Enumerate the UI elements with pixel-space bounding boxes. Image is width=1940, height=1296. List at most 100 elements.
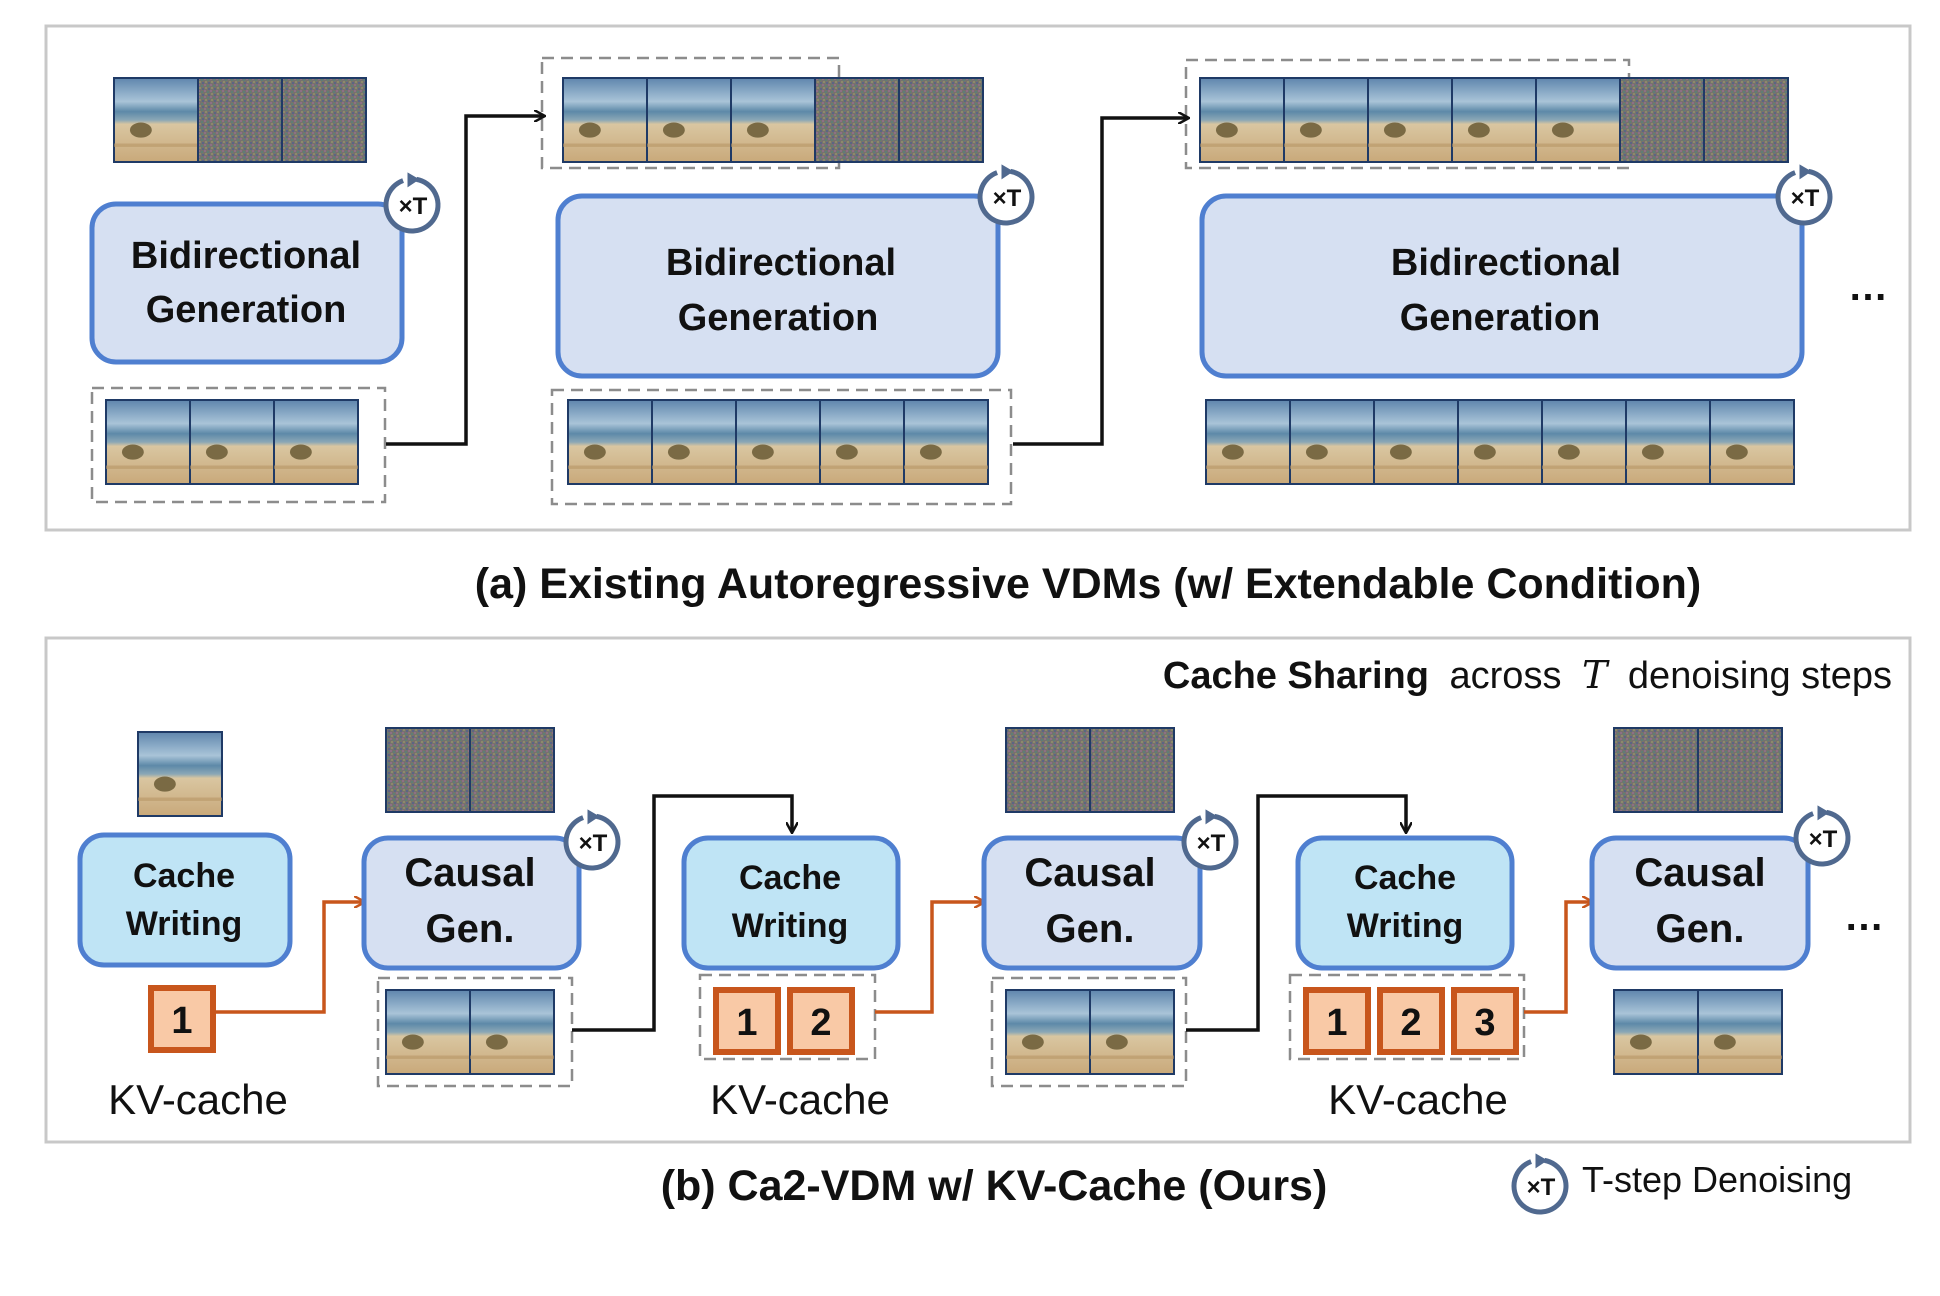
loop-arrowhead — [1817, 805, 1830, 821]
causal-gen-3-line1: Causal — [1634, 851, 1765, 895]
beach-frame-fill — [562, 77, 648, 163]
beach-sand-streak — [1458, 465, 1542, 469]
causal-gen-box-1 — [361, 835, 582, 971]
beach-shrub — [129, 122, 152, 138]
beach-shrub — [153, 776, 176, 792]
cache-sharing-header: Cache Sharing across T denoising steps — [1163, 653, 1892, 697]
beach-shrub — [583, 444, 606, 460]
caption-b: (b) Ca2-VDM w/ KV-Cache (Ours) — [661, 1162, 1328, 1210]
loop-label: ×T — [1527, 1174, 1556, 1201]
beach-sand-streak — [1536, 143, 1620, 147]
loop-bg — [1514, 1160, 1566, 1212]
beach-shrub — [1221, 444, 1244, 460]
kv-group-b2 — [698, 973, 877, 1061]
beach-sand-streak — [1200, 143, 1284, 147]
noise-frame-image — [1697, 727, 1783, 813]
beach-shrub — [662, 122, 685, 138]
arrow-a2 — [1013, 118, 1188, 446]
kv-block-number: 1 — [171, 1000, 192, 1042]
beach-shrub — [1629, 1034, 1652, 1050]
beach-frame-fill — [1289, 399, 1375, 485]
loop-label: ×T — [993, 185, 1022, 212]
legend-label: T-step Denoising — [1582, 1159, 1852, 1200]
beach-frame-fill — [1005, 989, 1091, 1075]
noise-frame-image — [385, 727, 471, 813]
beach-frame-image — [646, 77, 732, 163]
beach-frame-image — [1089, 989, 1175, 1075]
beach-frame-image — [385, 989, 471, 1075]
beach-shrub — [1473, 444, 1496, 460]
beach-frame-fill — [567, 399, 653, 485]
arrow-a1 — [386, 116, 544, 446]
black-arrow-b2 — [1186, 794, 1406, 1032]
beach-frame-image — [1199, 77, 1285, 163]
beach-frame-image — [1625, 399, 1711, 485]
loop-arc — [1181, 813, 1239, 871]
beach-frame-image — [1289, 399, 1375, 485]
beach-frame-image — [1373, 399, 1459, 485]
cache-writing-1-line1: Cache — [133, 857, 235, 895]
beach-sand-streak — [563, 143, 647, 147]
loop-label: ×T — [1791, 185, 1820, 212]
beach-sand-streak — [1698, 1055, 1782, 1059]
beach-shrub — [121, 444, 144, 460]
kv-block-number: 1 — [1326, 1002, 1347, 1044]
denoising-loop-icon-b1: ×T — [563, 809, 621, 871]
cache-writing-3-line1: Cache — [1354, 859, 1456, 897]
beach-frame-fill — [730, 77, 816, 163]
beach-shrub — [919, 444, 942, 460]
beach-frame-image — [562, 77, 648, 163]
beach-sand-streak — [1290, 465, 1374, 469]
kv-cache-block-2-2 — [787, 987, 855, 1055]
loop-label: ×T — [1197, 830, 1226, 857]
beach-sand-streak — [470, 1055, 554, 1059]
cache-writing-1-line2: Writing — [126, 905, 242, 943]
bidir-gen-3-line2: Generation — [1400, 297, 1601, 339]
noise-frame-image — [1089, 727, 1175, 813]
beach-sand-streak — [1206, 465, 1290, 469]
beach-sand-streak — [1542, 465, 1626, 469]
beach-shrub — [485, 1034, 508, 1050]
loop-bg — [1796, 812, 1848, 864]
beach-shrub — [1641, 444, 1664, 460]
orange-arrow-3 — [1524, 902, 1592, 1014]
beach-frame-fill — [651, 399, 737, 485]
beach-shrub — [1215, 122, 1238, 138]
beach-frame-image — [1541, 399, 1627, 485]
beach-frame-fill — [113, 77, 199, 163]
beach-frame-fill — [1613, 989, 1699, 1075]
beach-sand-streak — [904, 465, 988, 469]
bidir-gen-3-line1: Bidirectional — [1391, 242, 1621, 284]
kv-block-number: 3 — [1474, 1002, 1495, 1044]
beach-sand-streak — [652, 465, 736, 469]
bidir-gen-2-line2: Generation — [678, 297, 879, 339]
loop-arc — [1511, 1157, 1569, 1215]
ellipsis-b: … — [1844, 895, 1884, 939]
beach-sand-streak — [1090, 1055, 1174, 1059]
beach-shrub — [1557, 444, 1580, 460]
loop-arrowhead — [407, 172, 420, 188]
beach-shrub — [746, 122, 769, 138]
beach-shrub — [1725, 444, 1748, 460]
kv-cache-block-3-2 — [1377, 987, 1445, 1055]
kv-group-b3 — [1288, 973, 1526, 1061]
beach-frame-fill — [903, 399, 989, 485]
beach-frame-fill — [189, 399, 275, 485]
beach-shrub — [205, 444, 228, 460]
causal-gen-2-line2: Gen. — [1046, 907, 1135, 951]
beach-shrub — [1105, 1034, 1128, 1050]
beach-shrub — [751, 444, 774, 460]
kv-cache-block-2-1 — [713, 987, 781, 1055]
beach-frame-image — [1451, 77, 1537, 163]
beach-sand-streak — [820, 465, 904, 469]
beach-shrub — [401, 1034, 424, 1050]
beach-sand-streak — [1710, 465, 1794, 469]
denoising-loop-icon-a3: ×T — [1775, 164, 1833, 226]
loop-bg — [980, 171, 1032, 223]
beach-shrub — [1305, 444, 1328, 460]
kv-block-number: 2 — [810, 1002, 831, 1044]
beach-frame-fill — [1535, 77, 1621, 163]
output-group-b1 — [376, 976, 574, 1088]
orange-arrow-2 — [875, 902, 984, 1014]
